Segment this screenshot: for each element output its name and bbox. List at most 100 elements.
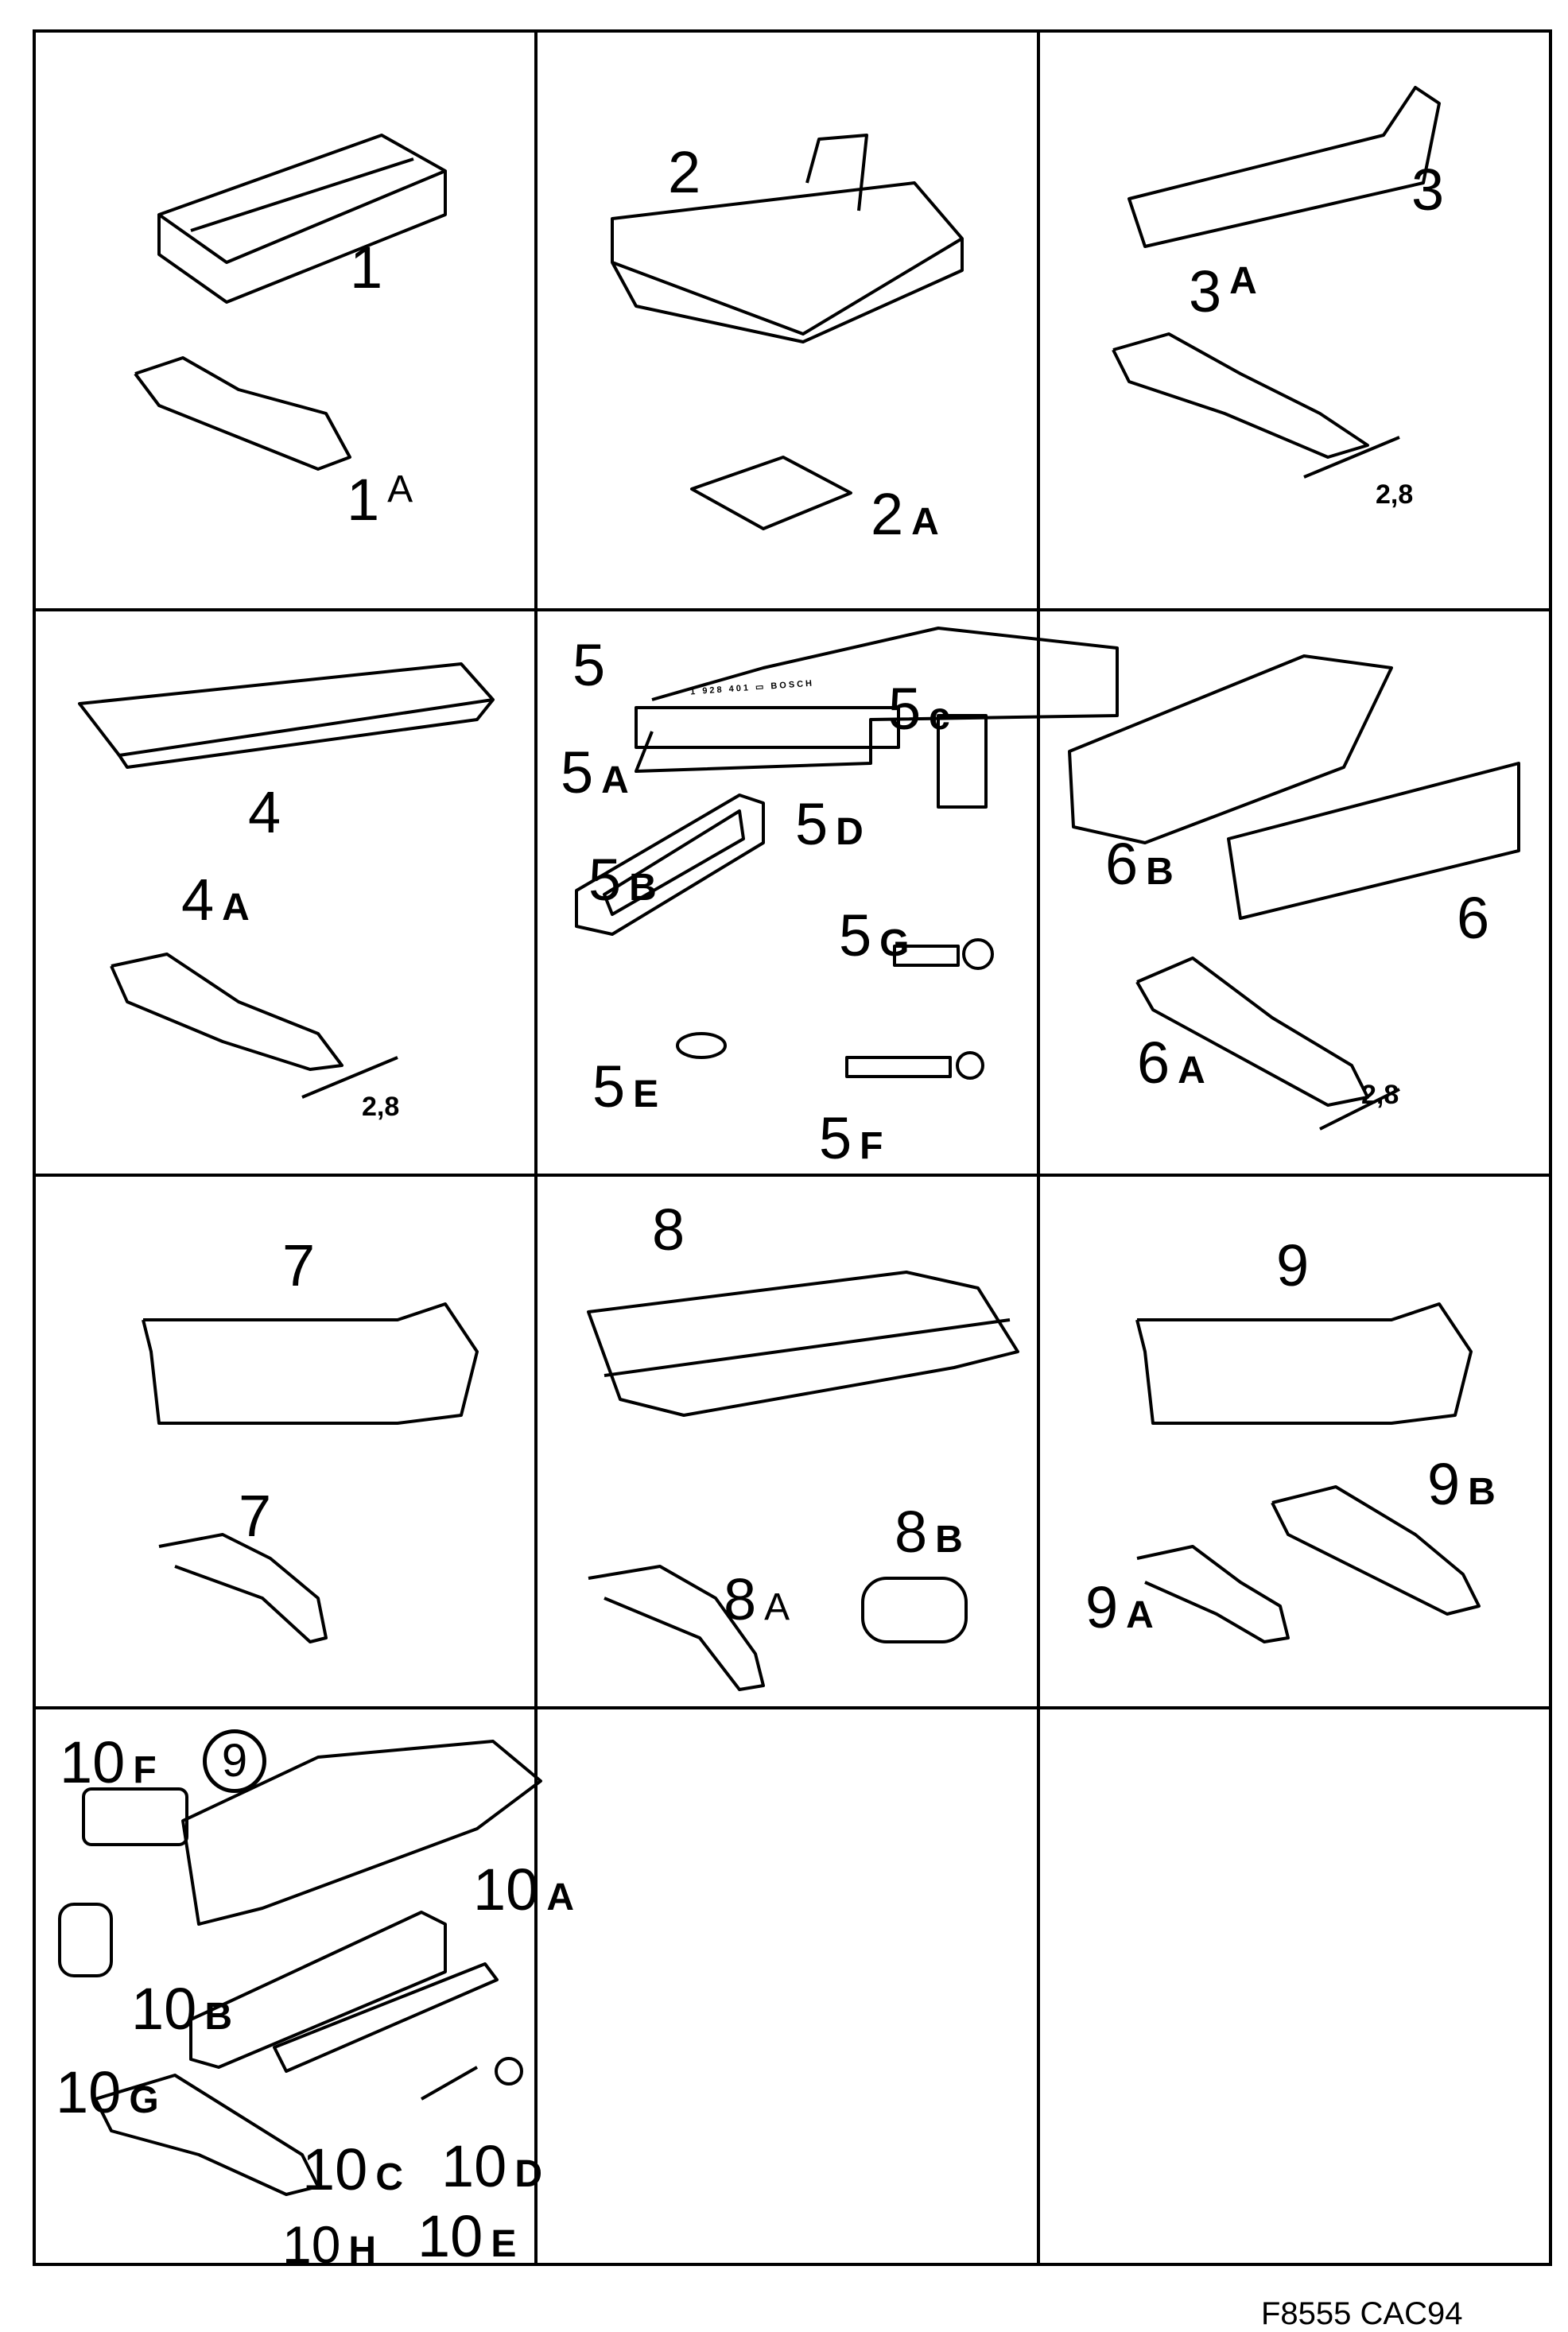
figure-reference: F8555 CAC94: [1261, 2296, 1463, 2331]
connector-4-drawing: [78, 662, 495, 769]
label-suffix: B: [204, 1996, 232, 2038]
label-number: 5: [839, 902, 872, 968]
washer-10d-drawing: [495, 2057, 523, 2086]
label-suffix: E: [633, 1073, 659, 1116]
plug-8b-drawing: [861, 1577, 968, 1643]
terminal-7-drawing: [158, 1533, 328, 1643]
dimension-label: 2,8: [1376, 479, 1414, 510]
label-2: 2: [668, 139, 701, 205]
label-number: 2: [871, 481, 904, 547]
label-number: 8: [724, 1566, 757, 1632]
label-suffix: B: [629, 867, 657, 909]
label-number: 3: [1189, 258, 1222, 324]
label-suffix: B: [1468, 1471, 1496, 1513]
label-suffix: D: [514, 2153, 542, 2195]
label-3: 3: [1411, 157, 1445, 223]
screw-5f-drawing: [845, 1051, 984, 1080]
label-number: 1: [347, 467, 380, 533]
housing-2-drawing: [611, 134, 964, 343]
label-number: 10: [417, 2203, 483, 2269]
label-suffix: F: [860, 1125, 883, 1167]
connector-7-drawing: [142, 1302, 479, 1425]
terminal-6a-drawing: [1135, 956, 1400, 1131]
label-suffix: A: [601, 759, 629, 801]
label-suffix: A: [764, 1586, 790, 1628]
connector-9-drawing: [1135, 1302, 1473, 1425]
connector-10b-drawing: [189, 1911, 447, 2069]
grid-divider: [534, 29, 538, 2266]
ecu-housing-5-drawing: [635, 627, 1119, 773]
label-suffix: A: [1229, 260, 1257, 302]
label-number: 9: [1427, 1451, 1461, 1517]
label-number: 5: [795, 791, 829, 857]
label-suffix: B: [935, 1519, 963, 1561]
label-number: 5: [819, 1105, 852, 1171]
label-5: 5: [572, 632, 606, 698]
label-number: 10: [302, 2136, 368, 2202]
label-9: 9: [1276, 1232, 1310, 1298]
label-number: 10: [441, 2133, 507, 2199]
label-suffix: G: [879, 922, 910, 964]
label-4: 4: [248, 779, 281, 845]
circled-number: 9: [203, 1729, 266, 1793]
grid-divider: [33, 1706, 1552, 1709]
terminal-8a-drawing: [588, 1565, 765, 1691]
seal-5b-drawing: [575, 794, 765, 936]
label-suffix: A: [1126, 1594, 1154, 1636]
terminal-10h-drawing: [94, 2074, 320, 2196]
label-suffix: c: [929, 696, 950, 738]
screw-5g-drawing: [893, 938, 994, 970]
circled-reference: 9: [203, 1727, 266, 1793]
label-number: 5: [888, 676, 922, 742]
label-suffix: A: [1178, 1050, 1205, 1092]
label-number: 6: [1137, 1030, 1170, 1096]
label-suffix: A: [387, 468, 413, 510]
label-number: 8: [895, 1499, 928, 1565]
terminal-4a-drawing: [110, 953, 398, 1099]
label-suffix: H: [348, 2229, 377, 2272]
label-number: 4: [181, 867, 215, 933]
label-suffix: A: [911, 501, 939, 543]
label-number: 10: [473, 1857, 539, 1923]
terminal-3a-drawing: [1112, 332, 1400, 479]
label-suffix: F: [133, 1749, 157, 1791]
label-number: 6: [1105, 831, 1139, 897]
label-suffix: G: [129, 2079, 159, 2121]
grid-divider: [33, 608, 1552, 611]
grid-divider: [1037, 29, 1040, 2266]
grid-divider: [33, 1174, 1552, 1177]
connector-3-drawing: [1127, 86, 1441, 248]
terminal-9b-drawing: [1271, 1485, 1481, 1616]
label-6: 6: [1457, 885, 1490, 951]
frame-8-drawing: [587, 1271, 1019, 1417]
label-8: 8: [652, 1197, 685, 1263]
label-suffix: B: [1146, 851, 1174, 893]
dimension-label: 2,8: [362, 1092, 400, 1122]
label-suffix: A: [546, 1876, 574, 1919]
label-suffix: E: [491, 2223, 517, 2265]
label-7-terminal: 7: [239, 1483, 272, 1549]
label-suffix: C: [375, 2156, 403, 2198]
label-7: 7: [282, 1232, 316, 1298]
seal-10c-drawing: [273, 1962, 499, 2073]
